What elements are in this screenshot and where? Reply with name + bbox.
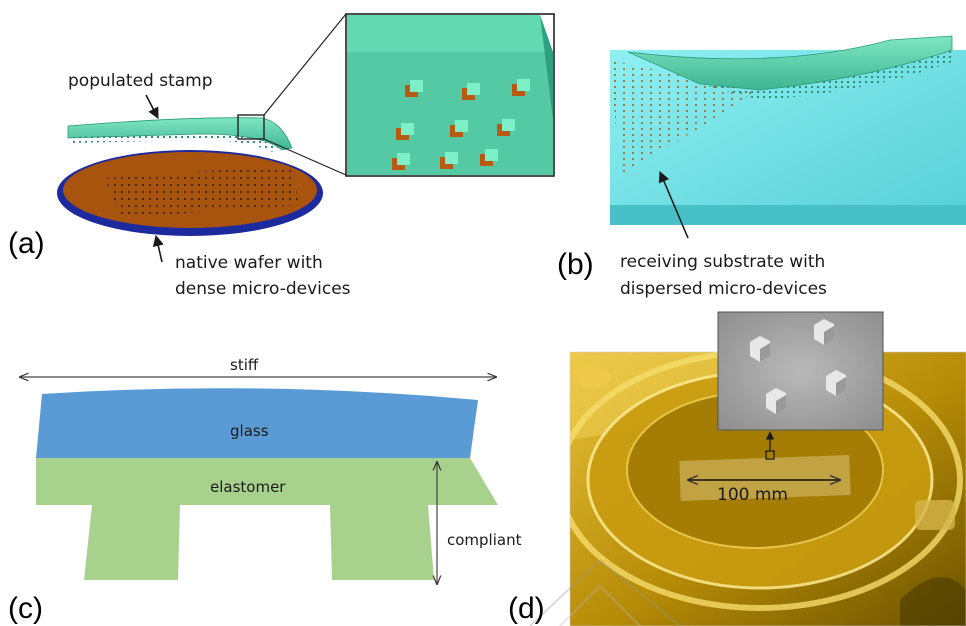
substrate-caption-line2: dispersed micro-devices bbox=[620, 279, 827, 299]
sem-cube bbox=[814, 319, 834, 345]
sem-inset bbox=[717, 311, 884, 431]
wafer-caption-line2: dense micro-devices bbox=[175, 279, 351, 299]
glass-label: glass bbox=[230, 422, 269, 440]
elastomer-label: elastomer bbox=[210, 478, 286, 496]
substrate-arrow bbox=[658, 170, 689, 239]
micro-devices-inset bbox=[392, 79, 530, 170]
stamp-zoom-inset bbox=[345, 13, 555, 177]
stamp-label: populated stamp bbox=[68, 71, 213, 91]
compliant-label: compliant bbox=[447, 531, 522, 549]
sem-location-marker bbox=[765, 450, 775, 460]
elastomer-layer bbox=[36, 458, 498, 580]
panel-d-letter: (d) bbox=[508, 592, 545, 625]
wafer-arrow bbox=[152, 234, 164, 263]
stamp-b bbox=[627, 35, 953, 100]
receiving-substrate bbox=[610, 50, 966, 225]
sem-cube bbox=[750, 336, 770, 362]
panel-a-letter: (a) bbox=[8, 227, 45, 260]
panel-d: 100 mm (d) bbox=[508, 311, 966, 626]
panel-a: populated stamp (a) native wafer with de… bbox=[8, 13, 555, 299]
sem-cube bbox=[766, 388, 786, 414]
zoom-region bbox=[237, 114, 265, 140]
sem-cube bbox=[826, 370, 846, 396]
native-wafer bbox=[57, 150, 323, 236]
photo-d bbox=[570, 352, 966, 626]
substrate-caption-line1: receiving substrate with bbox=[620, 252, 825, 272]
panel-c: stiff glass elastomer compliant (c) bbox=[8, 356, 522, 625]
watermark-strokes bbox=[529, 558, 681, 626]
glass-layer bbox=[36, 388, 478, 458]
stiff-label: stiff bbox=[230, 356, 259, 374]
panel-b: (b) receiving substrate with dispersed m… bbox=[557, 35, 966, 299]
scale-label: 100 mm bbox=[717, 485, 788, 505]
wafer-caption-line1: native wafer with bbox=[175, 253, 323, 273]
populated-stamp bbox=[67, 117, 293, 152]
panel-c-letter: (c) bbox=[8, 592, 43, 625]
panel-b-letter: (b) bbox=[557, 248, 594, 281]
stamp-arrow bbox=[145, 94, 159, 119]
